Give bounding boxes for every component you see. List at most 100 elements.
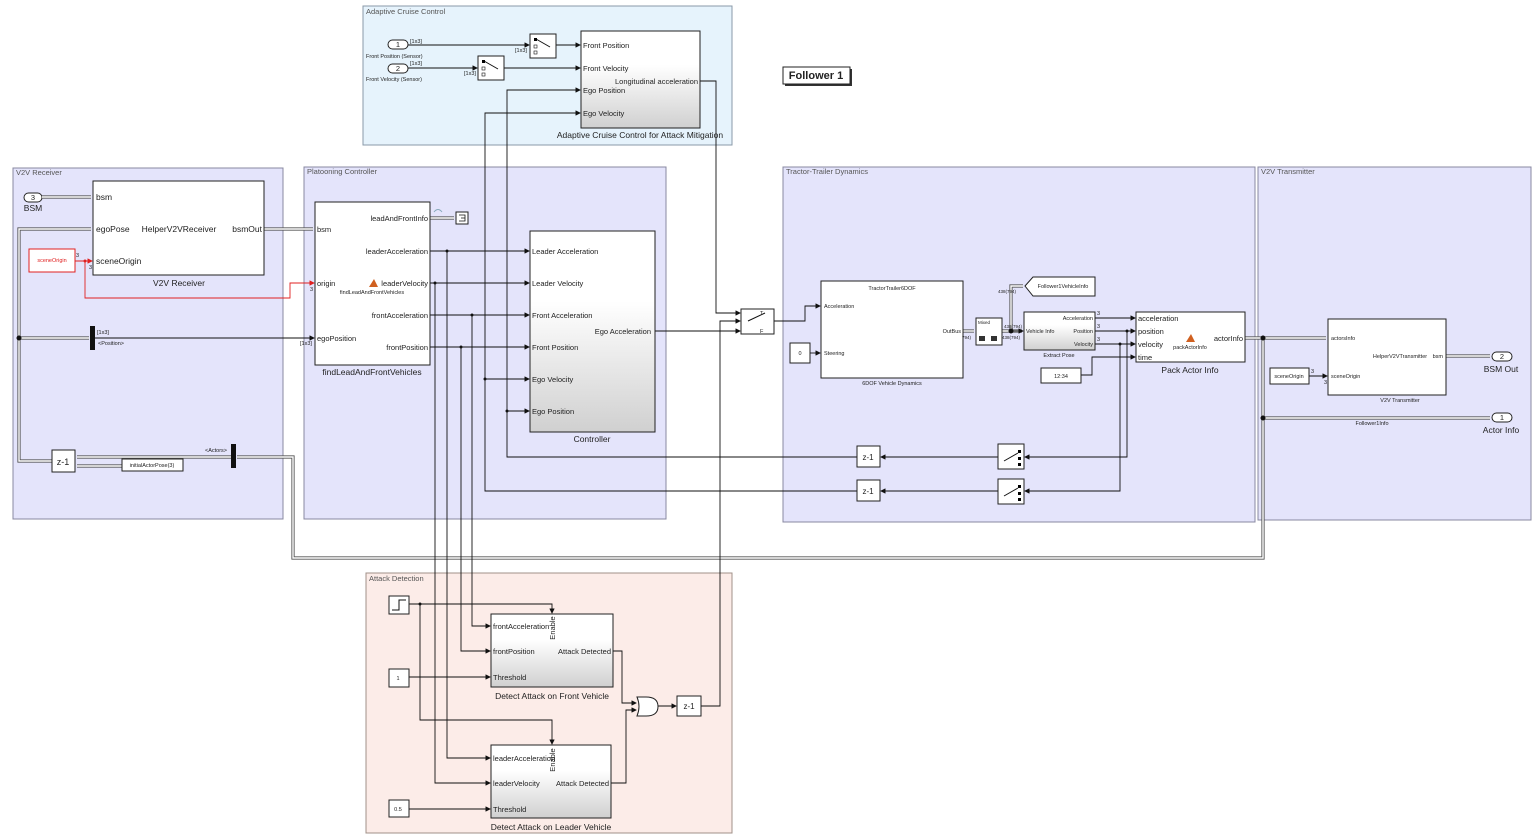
dim-label: [1x3] [515,48,527,54]
dim-label: 438(794) [1004,324,1023,329]
time-constant[interactable]: 12:34 [1040,367,1082,384]
selector-block[interactable] [997,443,1025,470]
port-number: 2 [1500,352,1504,361]
area-title: V2V Transmitter [1261,167,1315,176]
block-name: sceneOrigin [1274,374,1303,380]
initial-actor-pose-constant[interactable]: initialActorPose(3) [121,458,184,472]
tractor-trailer-6dof-block[interactable]: TractorTrailer6DOF Acceleration Steering… [820,280,964,387]
width-label: 3 [89,265,92,271]
port-label: Ego Velocity [583,109,625,118]
unit-delay-block[interactable]: z-1 [856,479,881,502]
threshold-constant-leader[interactable]: 0.5 [388,799,410,818]
port-label: Attack Detected [558,647,611,656]
steering-constant[interactable]: 0 [789,342,811,364]
helper-v2v-receiver-block[interactable]: bsm egoPose sceneOrigin HelperV2VReceive… [92,180,265,288]
bus-selector-actors[interactable]: <Actors> [205,444,236,468]
detect-attack-front-block[interactable]: frontAcceleration frontPosition Threshol… [490,613,614,701]
goto-follower1-vehicle-info[interactable]: Follower1VehicleInfo [1024,276,1096,297]
block-value: 0.5 [394,807,402,813]
port-label: frontAcceleration [372,311,428,320]
port-label: frontAcceleration [493,622,549,631]
inport-label: BSM [24,203,42,213]
port-number: 1 [396,40,400,49]
inport-front-position[interactable]: 1 Front Position (Sensor) [1x3] [366,39,423,60]
acc-attack-mitigation-block[interactable]: Front Position Front Velocity Ego Positi… [557,30,724,140]
outport-label: Actor Info [1483,425,1520,435]
port-label: bsm [96,192,112,202]
scene-origin-constant[interactable]: sceneOrigin 3 3 [1269,367,1327,386]
port-label: Velocity [1074,342,1093,348]
controller-block[interactable]: Leader Acceleration Leader Velocity Fron… [529,230,656,444]
port-label: bsmOut [232,224,262,234]
function-name: findLeadAndFrontVehicles [340,290,404,296]
outport-actor-info[interactable]: 1 Actor Info [1483,412,1520,435]
port-number: 2 [396,64,400,73]
follower-title: Follower 1 [789,70,843,82]
block-label: findLeadAndFrontVehicles [322,367,421,377]
switch-block[interactable]: T F [740,308,775,335]
block-name: HelperV2VReceiver [142,224,217,234]
dim-label: 438(794) [998,289,1017,294]
port-label: Acceleration [824,304,854,310]
dim-label: 794) [962,335,972,340]
unit-delay-block[interactable]: z-1 [856,445,881,468]
port-label: frontPosition [493,647,535,656]
port-label: leadAndFrontInfo [370,214,428,223]
area-title: Platooning Controller [307,167,378,176]
dim-label: 438(794) [1002,335,1021,340]
mixed-rate-transition-block[interactable]: Mixed 794) 438(794) 438(794) 438(794) [962,289,1023,346]
block-name: sceneOrigin [37,258,66,264]
inport-label: Front Velocity (Sensor) [366,77,422,83]
port-label: sceneOrigin [96,256,142,266]
port-label: Front Position [583,41,629,50]
block-value: 12:34 [1054,374,1068,380]
terminator-block[interactable] [433,209,469,225]
width-label: 3 [310,287,313,293]
outport-label: BSM Out [1484,364,1519,374]
port-label: frontPosition [386,343,428,352]
port-label: Leader Acceleration [532,247,598,256]
dim-label: [1x3] [410,39,422,45]
signal-lines[interactable] [16,42,1328,812]
inport-front-velocity[interactable]: 2 Front Velocity (Sensor) [1x3] [366,61,422,83]
port-label: egoPosition [317,334,356,343]
follower-badge: Follower 1 [782,66,852,86]
bus-selector-position[interactable]: [1x3] <Position> [90,326,124,350]
port-label: Ego Position [532,407,574,416]
port-label: leaderAcceleration [493,754,555,763]
dim-label: [1x3] [464,71,476,77]
port-label: Acceleration [1063,316,1093,322]
pack-actor-info-block[interactable]: acceleration position velocity time pack… [1135,311,1246,375]
port-label: position [1138,327,1164,336]
threshold-constant-front[interactable]: 1 [388,668,410,688]
inport-bsm[interactable]: 3 BSM [23,192,43,213]
port-number: 3 [31,193,35,202]
enable-port-label: Enable [548,616,557,639]
selector-block[interactable] [997,478,1025,505]
or-logic-block[interactable] [636,696,659,717]
block-label: Extract Pose [1043,353,1074,359]
selector-block[interactable]: [1x3] [464,55,505,81]
outport-bsm-out[interactable]: 2 BSM Out [1484,351,1519,374]
helper-v2v-transmitter-block[interactable]: actorsInfo sceneOrigin HelperV2VTransmit… [1327,318,1447,404]
block-value: 0 [798,351,801,357]
detect-attack-leader-block[interactable]: leaderAcceleration leaderVelocity Thresh… [490,744,612,832]
width-label: 3 [76,253,79,259]
port-label: bsm [1433,354,1444,360]
function-name: packActorInfo [1173,345,1207,351]
port-label: Front Position [532,343,578,352]
switch-true-label: T [760,311,764,317]
scene-origin-constant[interactable]: sceneOrigin 3 3 [28,248,92,273]
width-label: 3 [1097,337,1100,343]
port-label: OutBus [943,329,962,335]
selector-block[interactable]: [1x3] [515,33,557,59]
block-name: z-1 [862,487,874,496]
step-block[interactable] [388,595,410,615]
unit-delay-block[interactable]: z-1 [676,695,702,717]
port-label: leaderVelocity [381,279,428,288]
unit-delay-block[interactable]: z-1 [51,449,76,473]
find-lead-and-front-vehicles-block[interactable]: bsm origin egoPosition leadAndFrontInfo … [300,201,431,377]
extract-pose-block[interactable]: Vehicle Info Acceleration Position Veloc… [1023,311,1100,359]
matlab-function-icon [1186,334,1195,342]
